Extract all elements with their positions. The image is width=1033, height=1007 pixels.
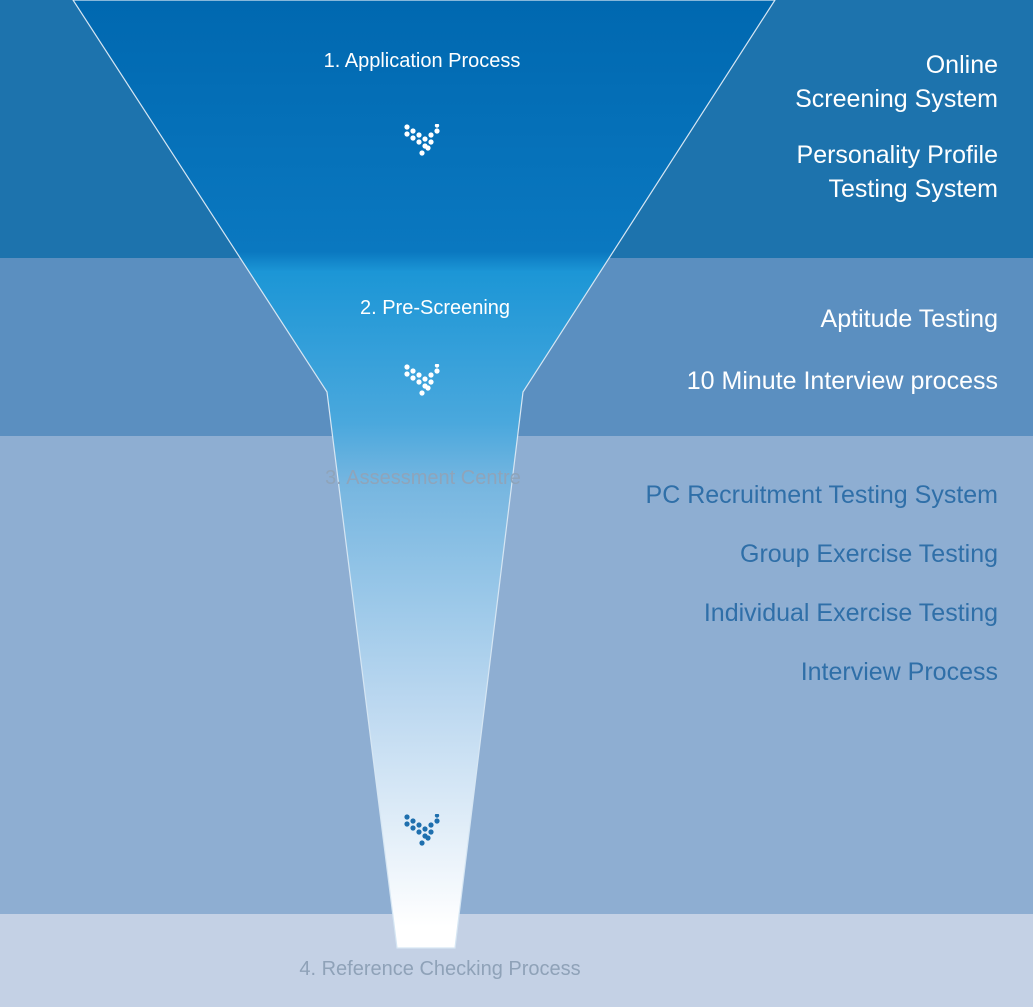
method-interview-process: Interview Process <box>800 658 998 686</box>
stage-label-application-process: 1. Application Process <box>323 50 521 72</box>
method-10-minute-interview: 10 Minute Interview process <box>686 367 998 395</box>
method-list-assessment-centre: PC Recruitment Testing System Group Exer… <box>646 478 998 689</box>
stage-label-reference-checking: 4. Reference Checking Process <box>299 958 581 980</box>
method-online-screening: Online Screening System <box>795 51 998 113</box>
dotted-v-logo-icon <box>404 814 444 854</box>
dotted-v-logo-icon <box>404 364 444 404</box>
stage-band-assessment-centre <box>0 436 1033 914</box>
dotted-v-logo-icon <box>404 124 444 164</box>
stage-label-assessment-centre: 3. Assessment Centre <box>325 467 521 489</box>
method-list-pre-screening: Aptitude Testing 10 Minute Interview pro… <box>687 302 998 398</box>
method-aptitude-testing: Aptitude Testing <box>820 305 998 333</box>
method-group-exercise: Group Exercise Testing <box>740 540 998 568</box>
method-personality-profile: Personality Profile Testing System <box>796 141 998 203</box>
stage-band-reference-checking <box>0 914 1033 1007</box>
stage-label-pre-screening: 2. Pre-Screening <box>359 297 511 319</box>
method-pc-recruitment-testing: PC Recruitment Testing System <box>645 481 998 509</box>
funnel-body <box>72 0 776 949</box>
method-list-application: Online Screening System Personality Prof… <box>795 48 998 206</box>
method-individual-exercise: Individual Exercise Testing <box>703 599 998 627</box>
